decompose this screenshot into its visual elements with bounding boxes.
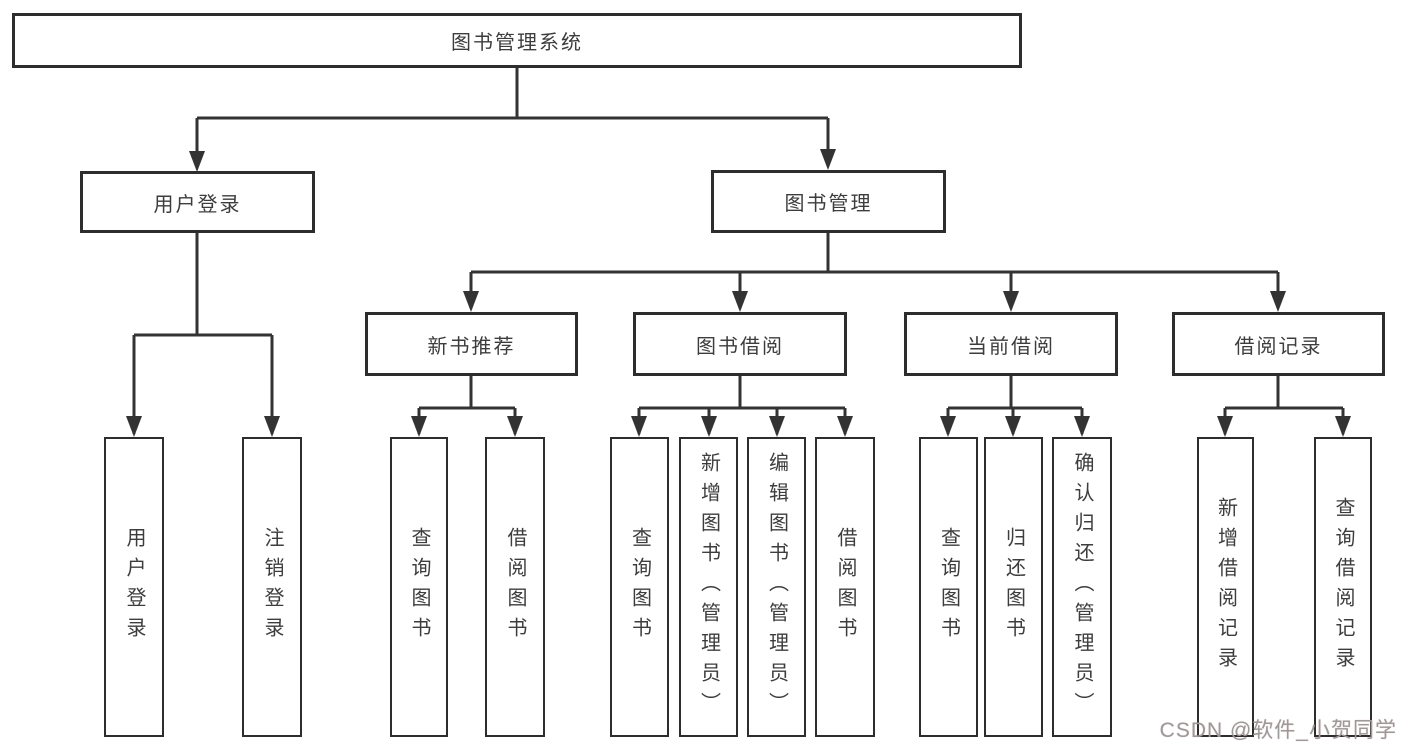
leaf-add-borrow-record-label: 新增借阅记录 (1214, 497, 1237, 677)
leaf-query-borrow-record-label: 查询借阅记录 (1332, 497, 1354, 677)
leaf-user-login-label: 用户登录 (123, 527, 145, 647)
node-borrow-records-label: 借阅记录 (1234, 335, 1323, 358)
node-root-label: 图书管理系统 (451, 32, 583, 54)
node-root: 图书管理系统 (12, 13, 1022, 68)
leaf-borrow-query-books: 查询图书 (610, 437, 669, 737)
node-current-borrow: 当前借阅 (904, 312, 1118, 376)
leaf-current-query-books: 查询图书 (919, 437, 978, 737)
leaf-logout-label: 注销登录 (261, 527, 283, 647)
node-user-login: 用户登录 (80, 171, 315, 233)
leaf-borrow-books-label: 借阅图书 (834, 527, 856, 647)
leaf-recommend-borrow-books-label: 借阅图书 (504, 527, 526, 647)
leaf-recommend-query-books-label: 查询图书 (408, 527, 430, 647)
node-book-management: 图书管理 (711, 170, 946, 233)
node-book-borrow: 图书借阅 (633, 312, 847, 376)
leaf-return-books-label: 归还图书 (1002, 527, 1025, 647)
leaf-recommend-borrow-books: 借阅图书 (485, 437, 545, 737)
node-book-borrow-label: 图书借阅 (696, 335, 784, 358)
leaf-add-borrow-record: 新增借阅记录 (1197, 437, 1254, 737)
leaf-current-query-books-label: 查询图书 (937, 527, 960, 647)
leaf-edit-books-admin: 编辑图书（管理员） (747, 437, 806, 737)
node-current-borrow-label: 当前借阅 (967, 335, 1055, 358)
leaf-borrow-query-books-label: 查询图书 (628, 527, 651, 647)
leaf-user-login: 用户登录 (104, 437, 164, 737)
leaf-add-books-admin-label: 新增图书（管理员） (697, 452, 720, 722)
node-book-management-label: 图书管理 (784, 193, 873, 215)
arrowhead-icons (126, 149, 1351, 437)
leaf-edit-books-admin-label: 编辑图书（管理员） (765, 452, 788, 722)
leaf-recommend-query-books: 查询图书 (390, 437, 448, 737)
node-user-login-label: 用户登录 (153, 193, 242, 216)
leaf-borrow-books: 借阅图书 (815, 437, 875, 737)
leaf-query-borrow-record: 查询借阅记录 (1314, 437, 1372, 737)
node-new-book-recommend: 新书推荐 (365, 312, 578, 376)
node-new-book-recommend-label: 新书推荐 (427, 335, 516, 358)
leaf-add-books-admin: 新增图书（管理员） (679, 437, 738, 737)
leaf-return-books: 归还图书 (984, 437, 1043, 737)
leaf-confirm-return-admin: 确认归还（管理员） (1052, 437, 1112, 737)
leaf-logout: 注销登录 (242, 437, 302, 737)
csdn-watermark: CSDN @软件_小贺同学 (1159, 719, 1397, 742)
leaf-confirm-return-admin-label: 确认归还（管理员） (1071, 452, 1093, 722)
node-borrow-records: 借阅记录 (1172, 312, 1385, 376)
